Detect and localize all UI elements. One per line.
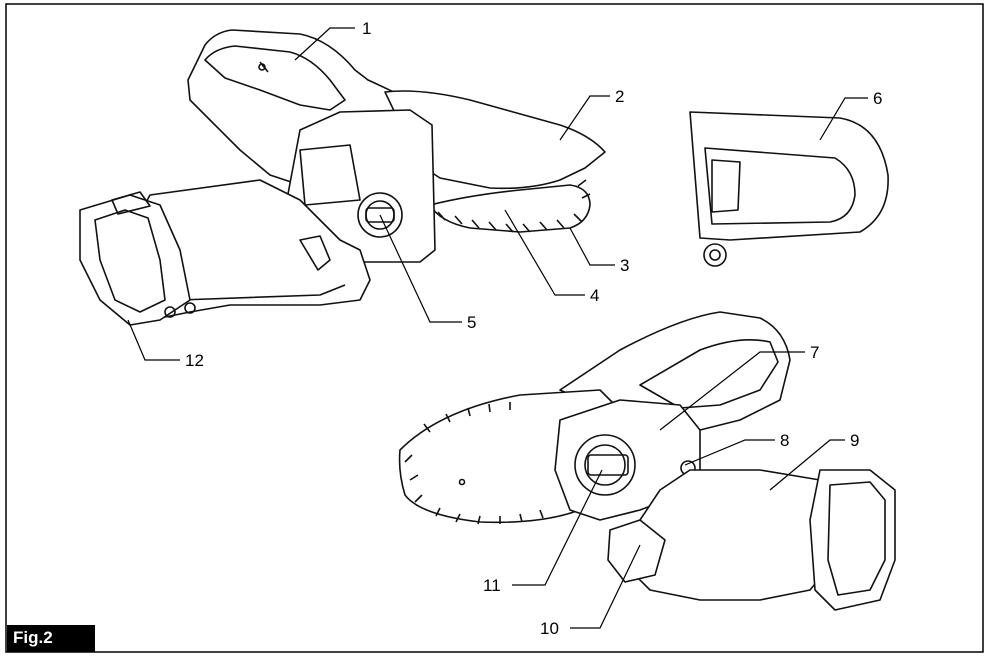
- callout-6: 6: [873, 89, 882, 108]
- figure-border: [5, 3, 984, 653]
- leader-2: [559, 95, 610, 141]
- leader-8: [684, 439, 775, 466]
- chainsaw-bottom-view: [398, 311, 896, 611]
- guide-bar-cover: [689, 111, 889, 267]
- leader-5: [379, 214, 462, 323]
- callout-3: 3: [620, 256, 629, 275]
- leader-4: [504, 209, 585, 296]
- callout-1: 1: [362, 19, 371, 38]
- callout-numbers: 1 2 3 4 5 6 7 8 9 10 11 12: [185, 19, 882, 638]
- leader-7: [659, 351, 805, 431]
- callout-4: 4: [590, 286, 599, 305]
- callout-2: 2: [615, 87, 624, 106]
- leader-1: [294, 27, 355, 61]
- callout-9: 9: [850, 431, 859, 450]
- chainsaw-top-view: [79, 29, 606, 326]
- callout-7: 7: [810, 343, 819, 362]
- leader-6: [819, 97, 868, 141]
- callout-10: 10: [540, 619, 559, 638]
- callout-11: 11: [483, 576, 501, 595]
- callout-5: 5: [467, 313, 476, 332]
- callout-8: 8: [780, 431, 789, 450]
- leader-11: [512, 469, 603, 586]
- callout-leaders: [127, 27, 868, 629]
- figure-label-box: [7, 625, 95, 652]
- leader-3: [569, 227, 615, 266]
- callout-12: 12: [185, 351, 204, 370]
- leader-10: [570, 544, 641, 629]
- leader-9: [769, 439, 845, 491]
- leader-12: [127, 319, 180, 361]
- figure-label: Fig.2: [13, 628, 53, 647]
